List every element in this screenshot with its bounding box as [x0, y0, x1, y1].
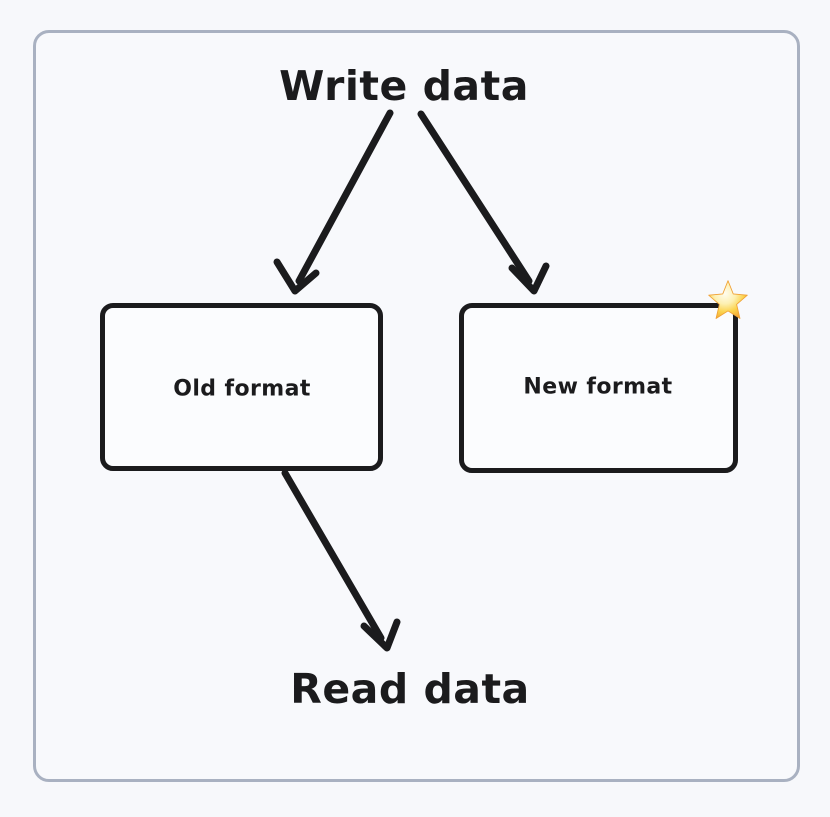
node-new-format[interactable] — [459, 303, 738, 473]
star-icon — [708, 280, 748, 319]
node-new-format-label: New format — [523, 374, 673, 400]
node-old-format[interactable] — [100, 303, 383, 471]
read-data-title: Read data — [290, 665, 530, 713]
write-data-title: Write data — [279, 62, 529, 110]
node-old-format-label: Old format — [173, 376, 311, 402]
